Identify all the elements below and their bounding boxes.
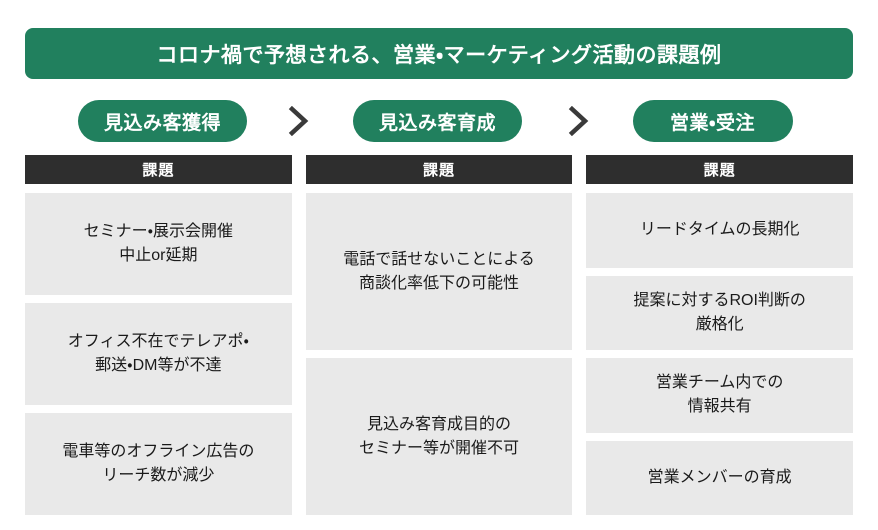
- chevron-right-icon: [568, 106, 590, 136]
- issue-card-text: 営業チーム内での 情報共有: [655, 374, 784, 416]
- issue-card-text: リードタイムの長期化: [639, 221, 800, 239]
- issue-card[interactable]: 営業メンバーの育成: [586, 440, 854, 515]
- stage-flow: 見込み客獲得 見込み客育成 営業・受注: [25, 98, 853, 144]
- issue-columns: 課題 セミナー・展示会開催 中止or延期 オフィス不在でテレアポ・ 郵送・DM等…: [25, 155, 854, 515]
- stage-cell-1: 見込み客獲得: [25, 100, 300, 142]
- issue-card-text: 見込み客育成目的の セミナー等が開催不可: [359, 415, 520, 457]
- stage-pill-lead-acquisition[interactable]: 見込み客獲得: [77, 100, 247, 142]
- stage-cell-3: 営業・受注: [575, 100, 850, 142]
- issue-card-text: 営業メンバーの育成: [647, 468, 792, 486]
- issue-card-text: 提案に対するROI判断の 厳格化: [633, 291, 806, 333]
- page-title: コロナ禍で予想される、営業・マーケティング活動の課題例: [156, 43, 722, 67]
- stage-pill-lead-nurturing[interactable]: 見込み客育成: [352, 100, 522, 142]
- card-list-2: 電話で話せないことによる 商談化率低下の可能性 見込み客育成目的の セミナー等が…: [305, 193, 573, 515]
- issue-card[interactable]: 営業チーム内での 情報共有: [586, 358, 854, 433]
- issue-card-text: セミナー・展示会開催 中止or延期: [83, 223, 234, 264]
- issue-card[interactable]: 見込み客育成目的の セミナー等が開催不可: [305, 358, 573, 515]
- chevron-right-icon: [288, 106, 310, 136]
- issue-card[interactable]: 提案に対するROI判断の 厳格化: [586, 275, 854, 350]
- issue-card-text: 電車等のオフライン広告の リーチ数が減少: [62, 443, 255, 484]
- stage-pill-sales-order[interactable]: 営業・受注: [632, 100, 793, 142]
- issue-card[interactable]: セミナー・展示会開催 中止or延期: [25, 193, 292, 295]
- column-header-3: 課題: [586, 155, 854, 184]
- column-header-2: 課題: [305, 155, 573, 184]
- card-list-1: セミナー・展示会開催 中止or延期 オフィス不在でテレアポ・ 郵送・DM等が不達…: [25, 193, 292, 515]
- issue-card[interactable]: リードタイムの長期化: [586, 193, 854, 268]
- issue-card[interactable]: 電話で話せないことによる 商談化率低下の可能性: [305, 193, 573, 350]
- column-sales-order: 課題 リードタイムの長期化 提案に対するROI判断の 厳格化 営業チーム内での …: [586, 155, 854, 515]
- card-list-3: リードタイムの長期化 提案に対するROI判断の 厳格化 営業チーム内での 情報共…: [586, 193, 854, 515]
- issue-card[interactable]: オフィス不在でテレアポ・ 郵送・DM等が不達: [25, 303, 292, 405]
- column-lead-nurturing: 課題 電話で話せないことによる 商談化率低下の可能性 見込み客育成目的の セミナ…: [305, 155, 573, 515]
- issue-card-text: 電話で話せないことによる 商談化率低下の可能性: [343, 250, 535, 292]
- title-banner: コロナ禍で予想される、営業・マーケティング活動の課題例: [25, 28, 853, 79]
- column-lead-acquisition: 課題 セミナー・展示会開催 中止or延期 オフィス不在でテレアポ・ 郵送・DM等…: [25, 155, 292, 515]
- issue-card-text: オフィス不在でテレアポ・ 郵送・DM等が不達: [67, 333, 249, 374]
- stage-cell-2: 見込み客育成: [300, 100, 575, 142]
- issue-card[interactable]: 電車等のオフライン広告の リーチ数が減少: [25, 413, 292, 515]
- column-header-1: 課題: [25, 155, 292, 184]
